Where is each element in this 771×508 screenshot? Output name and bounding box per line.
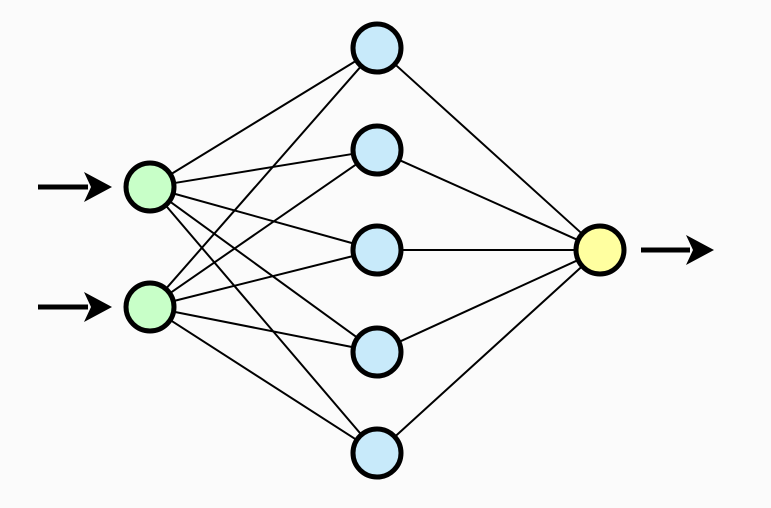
hidden-layer	[350, 21, 404, 480]
edge-h4-o1	[396, 258, 581, 344]
hidden-node-2[interactable]	[350, 123, 404, 177]
edge-i2-h1	[164, 64, 363, 291]
edges-group	[163, 59, 584, 442]
edge-i1-h2	[171, 152, 356, 185]
output-arrow-1	[641, 235, 714, 265]
input-node-2[interactable]	[123, 280, 177, 334]
nodes-group	[123, 21, 627, 480]
edge-i1-h5	[163, 203, 364, 437]
input-arrow-2	[38, 292, 112, 322]
input-arrow-2-head-icon	[84, 292, 112, 322]
output-node-1[interactable]	[573, 223, 627, 277]
edge-h2-o1	[396, 158, 581, 242]
output-arrow-1-head-icon	[686, 235, 714, 265]
edge-i1-h1	[168, 59, 359, 176]
output-layer	[573, 223, 627, 277]
edge-i2-h3	[171, 254, 356, 303]
hidden-node-3[interactable]	[350, 223, 404, 277]
input-arrow-1-head-icon	[84, 172, 112, 202]
edge-i2-h4	[171, 310, 356, 349]
edge-i1-h3	[171, 192, 356, 245]
hidden-node-1[interactable]	[350, 21, 404, 75]
input-layer	[123, 160, 177, 334]
edge-i2-h2	[167, 162, 360, 295]
hidden-node-5[interactable]	[350, 426, 404, 480]
input-arrow-1	[38, 172, 112, 202]
edge-i1-h4	[167, 199, 360, 340]
edge-i2-h5	[168, 318, 359, 442]
edge-h1-o1	[393, 62, 584, 236]
hidden-node-4[interactable]	[350, 325, 404, 379]
io-arrows-group	[38, 172, 714, 322]
edge-h5-o1	[393, 264, 584, 439]
input-node-1[interactable]	[123, 160, 177, 214]
